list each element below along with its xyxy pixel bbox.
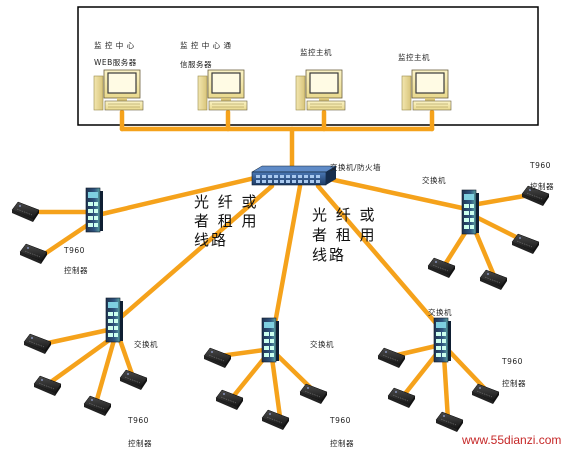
media-label-1-line1: 光 纤 或 (194, 193, 259, 211)
monitor-host-label-1: 监控主机 (300, 48, 332, 57)
media-label-2-line2: 者 租 用 (312, 226, 377, 244)
switch-icon-d (261, 317, 280, 363)
controller-device-icon (11, 201, 40, 223)
switch-icon-a (85, 187, 104, 233)
controller-device-icon (215, 389, 244, 411)
media-label-2-line1: 光 纤 或 (312, 206, 377, 224)
controller-device-icon (511, 233, 540, 255)
monitor-host-computer-icon-2 (401, 69, 452, 111)
switch-icon-b (461, 189, 480, 235)
controller-name-label-d: 控制器 (330, 439, 354, 448)
controller-device-icon (83, 395, 112, 417)
network-links (37, 109, 533, 423)
comm-server-label-line1: 监 控 中 心 通 (180, 41, 232, 50)
switch-icon-c (105, 297, 124, 343)
media-label-2-line3: 线路 (312, 246, 347, 264)
controller-device-icon (203, 347, 232, 369)
controller-device-icon (377, 347, 406, 369)
web-server-label-line1: 监 控 中 心 (94, 41, 135, 50)
controller-name-label-a: 控制器 (64, 266, 88, 275)
controller-device-icon (261, 409, 290, 431)
controller-device-icon (23, 333, 52, 355)
controller-device-icon (19, 243, 48, 265)
media-label-1-line3: 线路 (194, 231, 229, 249)
controller-model-label-d: T960 (330, 416, 351, 425)
core-switch-icon (251, 165, 337, 186)
switch-label-b: 交换机 (422, 176, 446, 185)
core-switch-label: 交换机/防火墙 (330, 163, 382, 172)
controller-model-label-a: T960 (64, 246, 85, 255)
controller-device-icon (435, 411, 464, 433)
controller-device-icon (299, 383, 328, 405)
comm-server-computer-icon (197, 69, 248, 111)
switch-label-c: 交换机 (134, 340, 158, 349)
controller-device-icon (427, 257, 456, 279)
controller-name-label-e: 控制器 (502, 379, 526, 388)
web-server-label-line2: WEB服务器 (94, 58, 137, 67)
watermark: www.55dianzi.com (462, 433, 562, 447)
switch-label-e: 交换机 (428, 308, 452, 317)
switch-icon-e (433, 317, 452, 363)
controller-device-icon (387, 387, 416, 409)
monitor-host-computer-icon-1 (295, 69, 346, 111)
controller-device-icon (471, 383, 500, 405)
controller-model-label-c: T960 (128, 416, 149, 425)
monitor-host-label-2: 监控主机 (398, 53, 430, 62)
media-label-1-line2: 者 租 用 (194, 212, 259, 230)
controller-name-label-b: 控制器 (530, 182, 554, 191)
switch-label-d: 交换机 (310, 340, 334, 349)
web-server-computer-icon (93, 69, 144, 111)
controller-model-label-e: T960 (502, 357, 523, 366)
controller-name-label-c: 控制器 (128, 439, 152, 448)
controller-model-label-b: T960 (530, 161, 551, 170)
controller-device-icon (479, 269, 508, 291)
controller-device-icon (119, 369, 148, 391)
comm-server-label-line2: 信服务器 (180, 60, 212, 69)
